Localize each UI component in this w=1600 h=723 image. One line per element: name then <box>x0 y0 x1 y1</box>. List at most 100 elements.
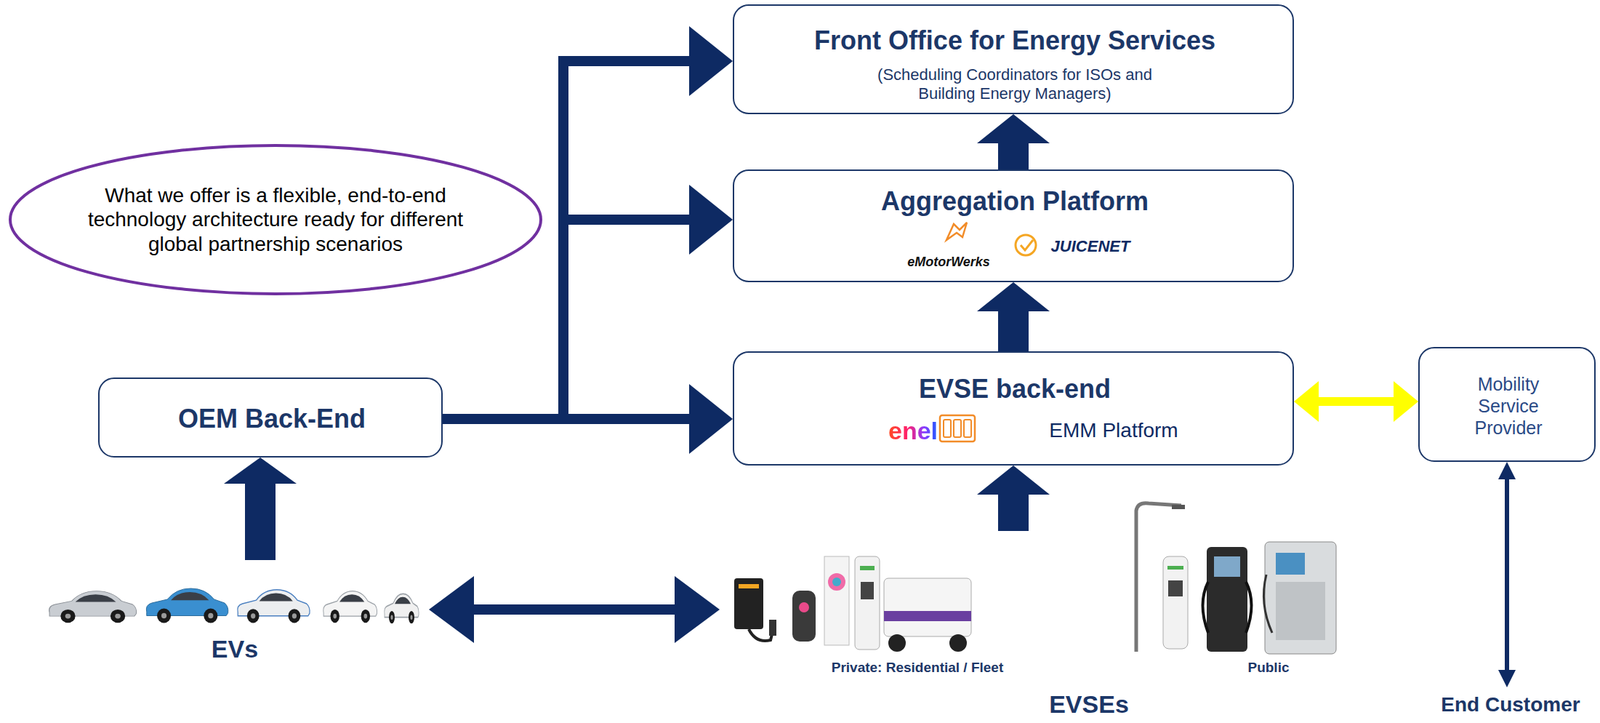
charger-illustration <box>1263 574 1273 633</box>
process-box: EVSE back-end enel EMM Platform <box>732 351 1294 466</box>
charger-illustration <box>738 583 759 589</box>
charger-illustration <box>827 572 846 591</box>
logo-text: eMotorWerks <box>907 254 991 271</box>
connector-arrow <box>442 184 733 419</box>
charger-illustration <box>854 556 880 650</box>
box-subtitle: (Scheduling Coordinators for ISOs and Bu… <box>854 65 1175 104</box>
logo-text: enel <box>888 415 938 446</box>
vehicle-group: EVs <box>29 559 429 669</box>
arrow-shaft <box>442 413 694 424</box>
arrow-head <box>674 575 720 643</box>
connector-arrow <box>977 282 1050 352</box>
charger-illustration <box>1167 565 1184 570</box>
process-box: Aggregation PlatformeMotorWerksJUICENET <box>732 169 1294 283</box>
charger-illustration <box>860 581 874 600</box>
charger-illustration <box>1275 552 1305 575</box>
arrow-head <box>977 282 1050 312</box>
charger-illustration <box>888 633 906 652</box>
arrow-head <box>689 184 733 255</box>
arrow-head <box>977 465 1050 495</box>
arrow-shaft <box>442 219 694 419</box>
arrow-head <box>977 114 1050 144</box>
arrow-head <box>428 575 474 643</box>
callout-ellipse: What we offer is a flexible, end-to-end … <box>7 143 544 296</box>
logo-icons <box>953 419 962 437</box>
actor-label: End Customer <box>1424 686 1597 722</box>
arrow-head <box>1498 669 1516 687</box>
charger-illustration <box>748 628 773 641</box>
box-title: Mobility Service Provider <box>1453 372 1563 439</box>
arrow-head <box>223 457 297 484</box>
connector-arrow <box>977 114 1050 170</box>
arrow-shaft <box>998 140 1029 170</box>
arrow-head <box>1393 380 1419 422</box>
connector-arrow <box>428 575 720 643</box>
connector-arrow <box>1293 380 1419 422</box>
charger-illustration <box>832 577 842 586</box>
arrow-shaft <box>998 491 1029 531</box>
arrow-shaft <box>469 604 679 615</box>
logo-icons <box>939 415 975 442</box>
charger-illustration <box>769 619 777 636</box>
box-title: Front Office for Energy Services <box>814 24 1216 56</box>
car-illustration <box>384 593 419 623</box>
callout-text: What we offer is a flexible, end-to-end … <box>71 183 480 257</box>
car-illustration <box>146 588 229 623</box>
charger-illustration <box>859 565 875 570</box>
charger-illustration <box>1264 541 1337 654</box>
arrow-head <box>1498 461 1516 480</box>
car-illustration <box>49 591 137 623</box>
charger-illustration <box>798 601 810 613</box>
connector-arrow <box>977 465 1050 531</box>
charger-illustration <box>1168 580 1183 597</box>
logo-icons <box>963 419 972 437</box>
charger-illustration <box>1245 581 1252 633</box>
charger-illustration <box>792 590 816 642</box>
group-label: EVs <box>211 633 259 664</box>
logo-icons <box>1020 239 1033 251</box>
arrow-shaft <box>1316 396 1397 406</box>
arrow-shaft <box>1504 477 1510 672</box>
box-title: Aggregation Platform <box>881 185 1149 217</box>
car-illustration <box>49 588 420 623</box>
box-title: EVSE back-end <box>918 372 1111 405</box>
process-box: Front Office for Energy Services (Schedul… <box>732 4 1294 115</box>
charger-illustration <box>1275 581 1326 640</box>
platform-name: EMM Platform <box>1048 417 1178 443</box>
actor-text: End Customer <box>1440 692 1580 717</box>
charger-illustration <box>883 610 972 621</box>
box-title: OEM Back-End <box>178 402 366 434</box>
category-label: Private: Residential / Fleet <box>831 659 1004 677</box>
category-label: Public <box>1247 659 1289 677</box>
charger-illustration <box>883 577 972 637</box>
charger-illustration <box>1213 556 1241 577</box>
group-label: EVSEs <box>1048 689 1129 719</box>
connector-arrow <box>223 457 297 560</box>
charger-illustration <box>734 503 1337 654</box>
logo-icons <box>943 419 951 437</box>
arrow-shaft <box>998 308 1029 352</box>
connector-arrow <box>1498 461 1516 687</box>
arrow-head <box>689 383 733 454</box>
charger-illustration <box>1163 556 1188 649</box>
arrow-head <box>1293 380 1319 422</box>
charger-group: Private: Residential / Fleet PublicEVSEs <box>719 530 1353 722</box>
charger-illustration <box>1171 504 1185 509</box>
car-illustration <box>323 591 378 623</box>
charger-illustration <box>1203 581 1209 633</box>
logo-icons <box>1015 234 1036 256</box>
charger-illustration <box>949 633 967 652</box>
arrow-shaft <box>244 480 276 560</box>
process-box: OEM Back-End <box>98 377 443 458</box>
ellipse-outline <box>10 145 541 294</box>
connector-arrow <box>442 26 733 419</box>
connector-arrow <box>442 383 733 454</box>
charger-illustration <box>824 556 850 645</box>
charger-illustration <box>734 577 764 629</box>
arrow-head <box>689 26 733 96</box>
charger-illustration <box>1206 546 1248 652</box>
car-illustration <box>237 589 310 623</box>
